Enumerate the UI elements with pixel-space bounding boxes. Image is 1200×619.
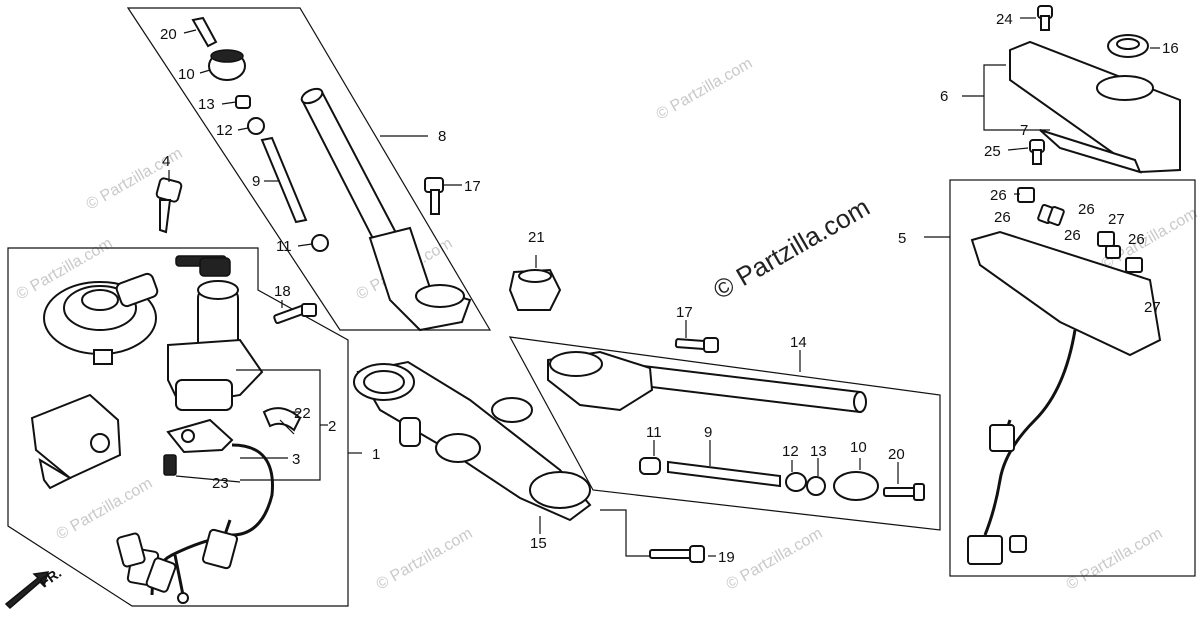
part-labels: 1 2 3 4 5 6 7 8 9 9 10 10 11 11 12 12 13… [160,11,1179,566]
label-part-12: 12 [782,443,799,460]
watermark-text: © Partzilla.com [54,475,156,544]
label-part-27: 27 [1108,211,1125,228]
label-part-8: 8 [438,128,446,145]
key-4 [155,177,183,234]
outline-fork-group [126,7,492,331]
label-part-22: 22 [294,405,311,422]
label-part-20: 20 [160,26,177,43]
meter-case-5 [967,230,1162,565]
label-part-20: 20 [888,446,905,463]
band-22 [262,407,302,435]
label-part-9: 9 [704,424,712,441]
switch-body-3 [163,418,234,476]
label-part-7: 7 [1020,122,1028,139]
label-part-24: 24 [996,11,1013,28]
bolt-17-upper [424,177,444,215]
screw-24 [1037,5,1053,31]
bolt-19 [649,545,705,563]
bulb-sockets [1017,187,1143,273]
group-outlines [7,7,1196,607]
label-part-17: 17 [676,304,693,321]
label-part-26: 26 [1128,231,1145,248]
grommet-16 [1107,34,1149,58]
label-part-21: 21 [528,229,545,246]
label-part-26: 26 [1078,201,1095,218]
front-arrow-label: FR. [37,564,65,590]
label-part-26: 26 [990,187,1007,204]
label-part-19: 19 [718,549,735,566]
ignition-switch-cover [43,272,159,365]
ignition-switch [167,255,264,411]
label-part-23: 23 [212,475,229,492]
nut-21 [508,268,562,311]
wire-harness-3 [116,443,274,604]
label-part-25: 25 [984,143,1001,160]
damper-parts-row [639,457,925,501]
label-part-11: 11 [276,238,292,255]
bolt-17-lower [674,337,719,353]
outline-ignition-group [7,247,349,607]
fork-tube-8 [300,87,472,332]
label-part-11: 11 [646,424,662,441]
outline-handlebar-group [508,336,941,531]
small-parts-fork [191,16,329,252]
label-part-13: 13 [198,96,215,113]
label-part-17: 17 [464,178,481,195]
fork-cap-10 [208,49,246,81]
label-part-16: 16 [1162,40,1179,57]
label-part-5: 5 [898,230,906,247]
screw-25 [1029,139,1045,165]
watermark-text: © Partzilla.com [724,525,826,594]
meter-cover-6 [1009,40,1181,174]
label-part-1: 1 [372,446,380,463]
label-part-3: 3 [292,451,300,468]
watermark-text: © Partzilla.com [1064,525,1166,594]
top-bridge-15 [353,360,592,522]
label-part-2: 2 [328,418,336,435]
front-direction-arrow: FR. [4,564,65,610]
label-part-9: 9 [252,173,260,190]
label-part-13: 13 [810,443,827,460]
label-part-4: 4 [162,153,170,170]
label-part-14: 14 [790,334,807,351]
label-part-26: 26 [1064,227,1081,244]
immobilizer-box [30,393,122,490]
label-part-26: 26 [994,209,1011,226]
label-part-6: 6 [940,88,948,105]
handlebar-14 [547,350,867,414]
watermark-text: © Partzilla.com [654,55,756,124]
label-part-10: 10 [850,439,867,456]
leader-lines [168,17,1160,557]
label-part-10: 10 [178,66,195,83]
label-part-27: 27 [1144,299,1161,316]
label-part-15: 15 [530,535,547,552]
bolt-18 [273,303,317,325]
outline-meter-group [949,179,1196,577]
watermark-main: © Partzilla.com [708,192,875,306]
label-part-12: 12 [216,122,233,139]
watermark-text: © Partzilla.com [374,525,476,594]
label-part-18: 18 [274,283,291,300]
